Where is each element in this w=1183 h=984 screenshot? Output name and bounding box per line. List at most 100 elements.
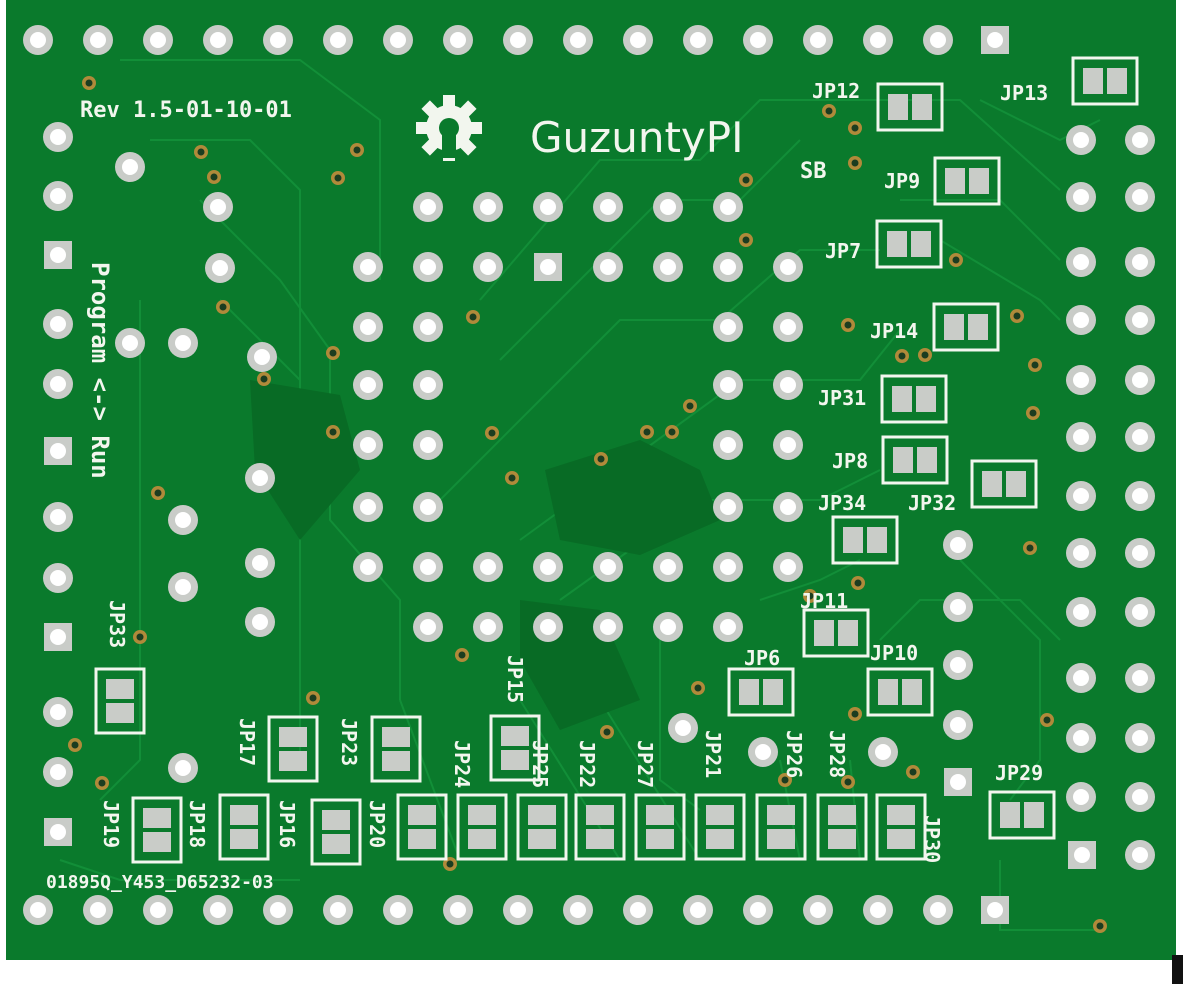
drill-hole	[750, 902, 766, 918]
via-hole	[921, 351, 929, 359]
drill-hole	[50, 247, 66, 263]
revision-label: Rev 1.5-01-10-01	[80, 98, 292, 123]
drill-hole	[720, 499, 736, 515]
drill-hole	[720, 619, 736, 635]
jumper-pad	[944, 314, 964, 340]
jumper-pad	[106, 703, 134, 723]
drill-hole	[720, 437, 736, 453]
jumper-pad	[646, 829, 674, 849]
drill-hole	[1132, 604, 1148, 620]
drill-hole	[50, 443, 66, 459]
via-hole	[898, 352, 906, 360]
drill-hole	[875, 744, 891, 760]
jumper-outline	[370, 715, 422, 783]
jumper-pad	[763, 679, 783, 705]
drill-hole	[630, 32, 646, 48]
jumper-label: JP23	[337, 718, 361, 766]
via-hole	[643, 428, 651, 436]
drill-hole	[720, 319, 736, 335]
via-hole	[851, 710, 859, 718]
drill-hole	[720, 259, 736, 275]
jumper-jp9: JP9	[884, 156, 1001, 206]
jumper-pad	[468, 805, 496, 825]
jumper-outline	[94, 667, 146, 735]
via-hole	[686, 402, 694, 410]
drill-hole	[600, 619, 616, 635]
drill-hole	[1073, 604, 1089, 620]
via-hole	[825, 107, 833, 115]
via-hole	[603, 728, 611, 736]
drill-hole	[1132, 545, 1148, 561]
jumper-outline	[933, 156, 1001, 206]
drill-hole	[210, 902, 226, 918]
drill-hole	[780, 319, 796, 335]
program-run-label: Program <-> Run	[86, 262, 114, 479]
via-hole	[154, 489, 162, 497]
jumper-label: JP19	[99, 800, 123, 848]
drill-hole	[1132, 312, 1148, 328]
trace	[499, 139, 801, 361]
jumper-pad	[888, 94, 908, 120]
drill-hole	[1132, 670, 1148, 686]
drill-hole	[420, 259, 436, 275]
jumper-pad	[586, 805, 614, 825]
via-hole	[210, 173, 218, 181]
trace	[59, 859, 300, 881]
drill-hole	[675, 720, 691, 736]
drill-hole	[1074, 847, 1090, 863]
jumper-outline	[1071, 56, 1139, 106]
drill-hole	[1073, 429, 1089, 445]
drill-hole	[660, 259, 676, 275]
jumper-pad	[706, 829, 734, 849]
jumper-jp32: JP32	[908, 459, 1038, 515]
jumper-label: JP10	[870, 641, 918, 665]
trace	[150, 139, 301, 400]
jumper-jp26: JP26	[755, 730, 807, 861]
via-hole	[488, 429, 496, 437]
trace	[479, 99, 1061, 301]
jumper-pad	[828, 805, 856, 825]
drill-hole	[1073, 132, 1089, 148]
drill-hole	[90, 32, 106, 48]
jumper-pad	[706, 805, 734, 825]
via-hole	[851, 159, 859, 167]
drill-hole	[50, 824, 66, 840]
jumper-jp6: JP6	[727, 646, 795, 717]
jumper-outline	[456, 793, 508, 861]
jumper-jp23: JP23	[337, 715, 422, 783]
jumper-pad	[1083, 68, 1103, 94]
drill-hole	[987, 32, 1003, 48]
drill-hole	[750, 32, 766, 48]
trace	[219, 299, 301, 700]
jumper-outline	[727, 667, 795, 717]
via-hole	[694, 684, 702, 692]
jumper-pad	[646, 805, 674, 825]
jumper-jp28: JP28	[816, 730, 868, 861]
drill-hole	[30, 902, 46, 918]
drill-hole	[780, 259, 796, 275]
jumper-jp18: JP18	[185, 793, 270, 861]
jumper-pad	[968, 314, 988, 340]
drill-hole	[780, 377, 796, 393]
drill-hole	[1073, 789, 1089, 805]
jumper-label: JP26	[782, 730, 806, 778]
via-hole	[1026, 544, 1034, 552]
drill-hole	[420, 499, 436, 515]
jumper-outline	[694, 793, 746, 861]
jumper-pad	[767, 805, 795, 825]
drill-hole	[1073, 372, 1089, 388]
jumper-jp22: JP22	[574, 740, 626, 861]
order-code-label: 01895Q_Y453_D65232-03	[46, 872, 274, 893]
jumper-label: JP16	[275, 800, 299, 848]
through-hole-pads	[23, 25, 1155, 925]
drill-hole	[600, 199, 616, 215]
jumper-label: JP18	[185, 800, 209, 848]
jumper-outline	[310, 798, 362, 866]
jumper-pad	[468, 829, 496, 849]
jumper-label: JP30	[920, 815, 944, 863]
drill-hole	[870, 32, 886, 48]
jumper-label: JP29	[995, 761, 1043, 785]
jumper-jp10: JP10	[866, 641, 934, 717]
drill-hole	[252, 614, 268, 630]
